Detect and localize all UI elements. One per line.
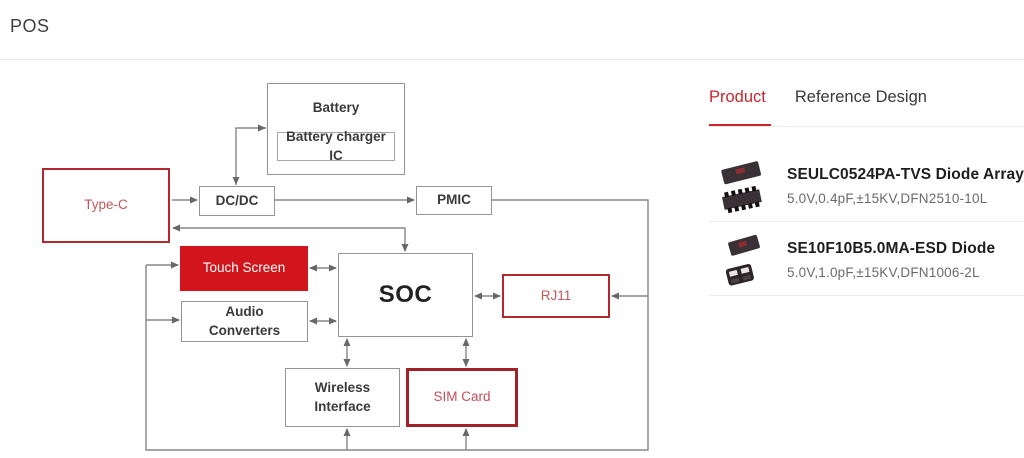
tvs-diode-array-chip-icon (721, 161, 762, 214)
product-divider (709, 221, 1024, 222)
block-type-c[interactable]: Type-C (42, 168, 170, 243)
product-specs: 5.0V,0.4pF,±15KV,DFN2510-10L (787, 191, 988, 206)
audio-converters-label: Audio Converters (208, 303, 281, 338)
block-pmic: PMIC (416, 186, 492, 215)
sim-card-label: SIM Card (433, 389, 491, 405)
block-sim-card[interactable]: SIM Card (406, 368, 518, 427)
block-rj11[interactable]: RJ11 (502, 274, 610, 318)
block-battery: Battery Battery charger IC (267, 83, 405, 175)
block-audio-converters: Audio Converters (181, 301, 308, 342)
header-divider (0, 59, 1024, 60)
panel-tabs: Product Reference Design (709, 88, 927, 107)
battery-label: Battery (312, 100, 360, 115)
product-name: SEULC0524PA-TVS Diode Array (787, 166, 1024, 183)
product-row[interactable]: SE10F10B5.0MA-ESD Diode 5.0V,1.0pF,±15KV… (709, 227, 1024, 293)
tab-reference-design[interactable]: Reference Design (794, 88, 927, 106)
pmic-label: PMIC (437, 192, 471, 208)
page-title: POS (10, 16, 50, 36)
esd-diode-chip-icon (725, 234, 760, 286)
product-divider (709, 295, 1024, 296)
active-tab-indicator (709, 124, 771, 126)
block-touch-screen[interactable]: Touch Screen (180, 246, 308, 291)
tab-product[interactable]: Product (709, 88, 766, 106)
product-row[interactable]: SEULC0524PA-TVS Diode Array 5.0V,0.4pF,±… (709, 153, 1024, 219)
tabs-divider (709, 126, 1024, 127)
block-soc: SOC (338, 253, 473, 337)
product-name: SE10F10B5.0MA-ESD Diode (787, 240, 996, 257)
product-specs: 5.0V,1.0pF,±15KV,DFN1006-2L (787, 265, 980, 280)
touch-screen-label: Touch Screen (202, 260, 286, 276)
dc-dc-label: DC/DC (215, 192, 259, 208)
block-battery-charger-ic: Battery charger IC (277, 129, 395, 163)
type-c-label: Type-C (84, 197, 128, 213)
block-wireless-interface: Wireless Interface (285, 368, 400, 427)
block-dc-dc: DC/DC (199, 186, 275, 216)
wireless-interface-label: Wireless Interface (314, 379, 371, 414)
battery-charger-ic-label: Battery charger IC (286, 128, 386, 163)
rj11-label: RJ11 (540, 287, 572, 303)
soc-label: SOC (378, 281, 433, 309)
